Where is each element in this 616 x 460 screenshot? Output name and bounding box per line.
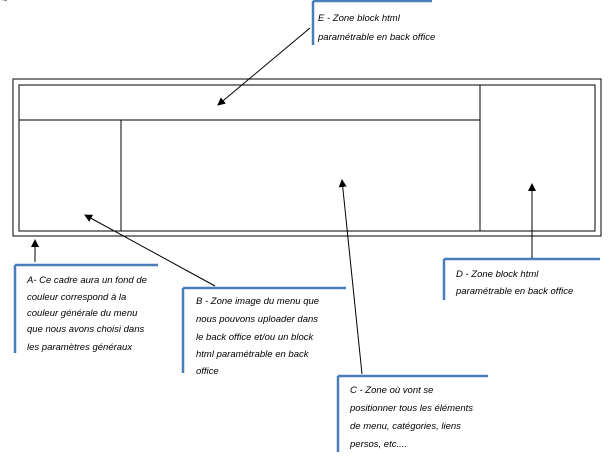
arrow-c — [338, 179, 363, 375]
arrow-e — [217, 27, 311, 106]
inner-frame — [18, 84, 596, 232]
callout-b-line-5: office — [196, 366, 219, 377]
callout-d-line-2: paramétrable en back office — [455, 286, 573, 297]
callout-a-line-5: les paramètres généraux — [27, 342, 133, 353]
callout-e-line-2: paramétrable en back office — [317, 32, 435, 43]
callout-b-line-2: nous pouvons uploader dans — [196, 314, 318, 325]
callout-c: C - Zone où vont se positionner tous les… — [336, 374, 488, 452]
callout-c-line-2: positionner tous les éléments — [349, 403, 473, 414]
callout-b: B - Zone image du menu que nous pouvons … — [181, 286, 346, 377]
callout-e: E - Zone block html paramétrable en back… — [311, 0, 435, 45]
top-cut-text: ~ — [2, 0, 7, 5]
callout-b-line-3: le back office et/ou un block — [196, 332, 314, 343]
callout-c-line-4: persos, etc.... — [349, 439, 407, 450]
callout-a-line-3: couleur générale du menu — [27, 308, 138, 319]
callout-a-line-4: que nous avons choisi dans — [27, 324, 144, 335]
callout-d: D - Zone block html paramétrable en back… — [442, 257, 600, 300]
outer-frame-zone-a — [12, 78, 602, 237]
callout-a: A- Ce cadre aura un fond de couleur corr… — [13, 263, 158, 353]
callout-b-line-1: B - Zone image du menu que — [196, 296, 319, 307]
callout-c-line-3: de menu, catégories, liens — [350, 421, 461, 432]
callout-c-line-1: C - Zone où vont se — [350, 385, 433, 396]
callout-a-line-2: couleur correspond à la — [27, 292, 126, 303]
callout-d-line-1: D - Zone block html — [456, 269, 539, 280]
arrow-b — [84, 214, 216, 287]
callout-e-line-1: E - Zone block html — [318, 13, 401, 24]
callout-a-line-1: A- Ce cadre aura un fond de — [26, 275, 147, 286]
callout-b-line-4: html paramétrable en back — [196, 349, 310, 360]
